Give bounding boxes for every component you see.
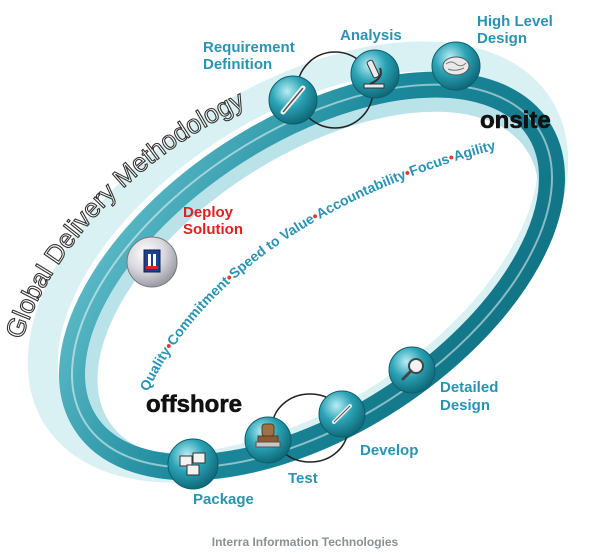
label-detailed-design: Detailed Design xyxy=(440,379,498,414)
node-requirement-definition xyxy=(268,75,318,125)
values-separator: • xyxy=(446,149,456,166)
detailed-label-line2: Design xyxy=(440,397,490,414)
boxes-icon xyxy=(179,452,206,476)
brain-icon xyxy=(442,56,470,76)
node-analysis xyxy=(350,49,400,99)
building-icon xyxy=(143,249,161,273)
values-separator: • xyxy=(402,164,412,181)
node-package xyxy=(167,438,219,490)
node-test xyxy=(244,416,292,464)
requirement-label-line1: Requirement xyxy=(203,39,295,56)
requirement-label-line2: Definition xyxy=(203,56,272,73)
onsite-label: onsite xyxy=(480,107,551,134)
node-high-level-design xyxy=(431,41,481,91)
values-item: Quality xyxy=(136,343,174,393)
node-deploy-solution xyxy=(126,236,178,288)
pen-icon xyxy=(280,85,306,115)
label-deploy-solution: Deploy Solution xyxy=(183,204,243,238)
develop-label: Develop xyxy=(360,442,418,459)
pencil-icon xyxy=(332,404,352,424)
package-label: Package xyxy=(193,491,254,508)
label-high-level-design: High Level Design xyxy=(477,13,553,47)
test-label: Test xyxy=(288,470,318,487)
label-requirement-definition: Requirement Definition xyxy=(203,39,295,73)
detailed-label-line1: Detailed xyxy=(440,379,498,396)
analysis-label: Analysis xyxy=(340,27,402,44)
footer-company: Interra Information Technologies xyxy=(212,535,399,549)
values-item: Commitment xyxy=(163,273,232,349)
microscope-icon xyxy=(363,59,385,89)
high-level-label-line2: Design xyxy=(477,30,527,47)
node-detailed-design xyxy=(388,346,436,394)
values-item: Agility xyxy=(451,137,497,164)
values-item: Accountability xyxy=(313,166,408,222)
magnifier-icon xyxy=(401,358,424,381)
deploy-label-line1: Deploy xyxy=(183,204,234,221)
offshore-label: offshore xyxy=(146,391,242,418)
node-develop xyxy=(318,390,366,438)
deploy-label-line2: Solution xyxy=(183,221,243,238)
stamp-icon xyxy=(255,423,281,448)
high-level-label-line1: High Level xyxy=(477,13,553,30)
values-item: Focus xyxy=(407,150,452,179)
